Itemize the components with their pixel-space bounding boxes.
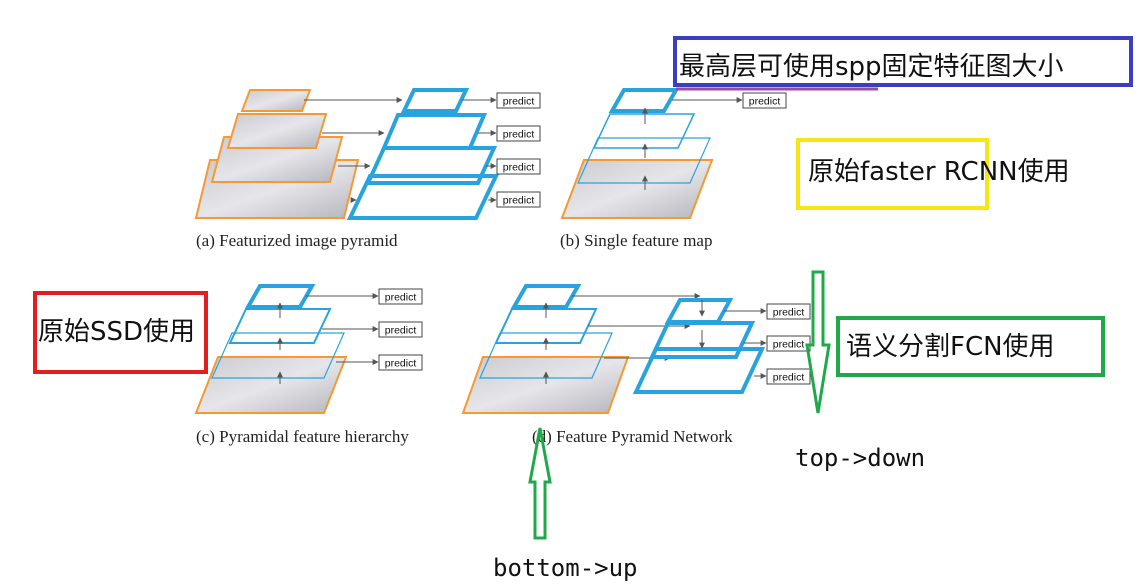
predict-box: predict xyxy=(742,92,787,109)
bottom-up-layer-2 xyxy=(494,308,598,344)
predict-box: predict xyxy=(496,191,541,208)
predict-box: predict xyxy=(766,368,811,385)
predict-box: predict xyxy=(766,335,811,352)
feature-map-1 xyxy=(400,88,470,113)
bottom-up-arrow xyxy=(528,427,552,540)
svg-text:最高层可使用spp固定特征图大小: 最高层可使用spp固定特征图大小 xyxy=(679,52,1064,82)
svg-text:predict: predict xyxy=(385,325,417,337)
panel-d: predict predict predict (d) Feature Pyra… xyxy=(461,284,811,446)
conv-layer-1 xyxy=(608,88,680,113)
predict-box: predict xyxy=(496,158,541,175)
svg-text:predict: predict xyxy=(385,292,417,304)
svg-text:predict: predict xyxy=(503,96,535,108)
svg-text:原始SSD使用: 原始SSD使用 xyxy=(38,317,195,347)
panel-b: predict (b) Single feature map xyxy=(560,88,787,250)
svg-text:predict: predict xyxy=(385,358,417,370)
svg-text:predict: predict xyxy=(749,96,781,108)
input-image xyxy=(194,356,348,414)
feature-map-4 xyxy=(346,174,500,220)
svg-text:predict: predict xyxy=(503,162,535,174)
top-down-arrow xyxy=(805,270,831,414)
predict-box: predict xyxy=(496,92,541,109)
conv-layer-3 xyxy=(211,332,345,379)
feature-map-2 xyxy=(380,113,488,150)
label-bottom-up: bottom->up xyxy=(493,554,638,582)
panel-c: predict predict predict (c) Pyramidal fe… xyxy=(194,284,423,446)
input-image xyxy=(461,356,630,414)
annotation-faster-rcnn: 原始faster RCNN使用 xyxy=(796,138,1070,210)
svg-text:语义分割FCN使用: 语义分割FCN使用 xyxy=(846,332,1055,362)
label-top-down: top->down xyxy=(795,444,925,472)
caption-b: (b) Single feature map xyxy=(560,231,712,250)
caption-d: (d) Feature Pyramid Network xyxy=(532,427,733,446)
top-down-layer-1 xyxy=(664,298,734,324)
predict-box: predict xyxy=(496,125,541,142)
annotation-spp: 最高层可使用spp固定特征图大小 xyxy=(673,36,1133,91)
panel-a: predict predict predict predict (a) Feat… xyxy=(194,88,541,250)
input-image xyxy=(560,159,714,219)
predict-box: predict xyxy=(378,288,423,305)
caption-a: (a) Featurized image pyramid xyxy=(196,231,398,250)
svg-text:原始faster RCNN使用: 原始faster RCNN使用 xyxy=(808,157,1070,187)
top-down-layer-3 xyxy=(632,347,766,394)
predict-box: predict xyxy=(378,321,423,338)
svg-text:predict: predict xyxy=(773,339,805,351)
bottom-up-layer-3 xyxy=(479,332,613,379)
conv-layer-2 xyxy=(228,308,332,344)
top-down-layer-2 xyxy=(648,321,756,359)
annotation-fcn: 语义分割FCN使用 xyxy=(836,316,1105,377)
conv-layer-2 xyxy=(592,113,696,149)
svg-text:predict: predict xyxy=(503,129,535,141)
caption-c: (c) Pyramidal feature hierarchy xyxy=(196,427,409,446)
image-level-1 xyxy=(240,89,312,112)
predict-box: predict xyxy=(378,354,423,371)
image-level-2 xyxy=(226,113,328,149)
svg-text:predict: predict xyxy=(773,372,805,384)
svg-text:predict: predict xyxy=(503,195,535,207)
svg-text:predict: predict xyxy=(773,307,805,319)
feature-map-3 xyxy=(364,146,498,185)
conv-layer-3 xyxy=(577,137,711,184)
predict-box: predict xyxy=(766,303,811,320)
annotation-ssd: 原始SSD使用 xyxy=(33,291,208,374)
